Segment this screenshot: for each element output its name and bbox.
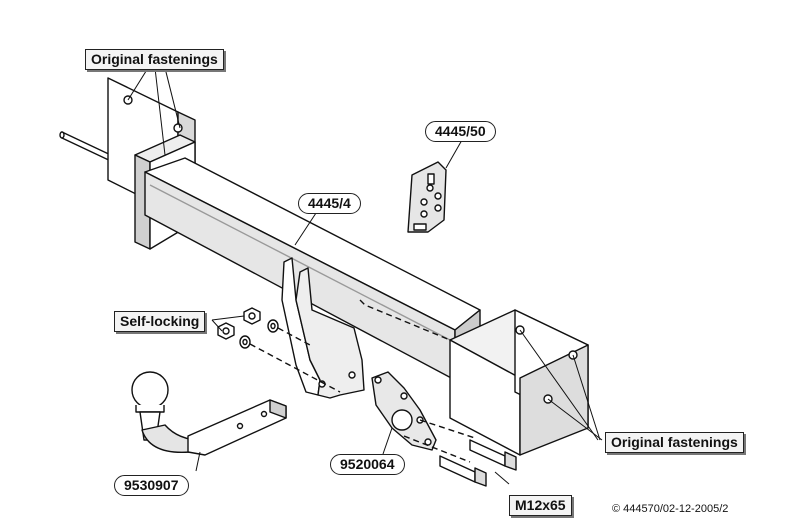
fastenings-label-top: Original fastenings <box>85 49 224 70</box>
socket-plate <box>371 371 476 463</box>
tow-ball-neck <box>131 371 287 456</box>
self-locking-nuts <box>217 299 451 393</box>
bracket-kit <box>407 161 447 233</box>
part-number-bracket-kit: 4445/50 <box>425 121 496 142</box>
self-locking-label: Self-locking <box>114 311 206 332</box>
bolt-size-label: M12x65 <box>509 495 572 516</box>
leader-lines <box>127 67 603 485</box>
part-number-socket-plate: 9520064 <box>330 454 405 475</box>
right-mounting-bracket <box>449 309 589 456</box>
part-number-ball-neck: 9530907 <box>114 475 189 496</box>
m12-bolts <box>439 439 517 487</box>
copyright-note: © 444570/02-12-2005/2 <box>612 503 729 515</box>
fastenings-label-right: Original fastenings <box>605 432 744 453</box>
part-number-crossbar: 4445/4 <box>298 193 361 214</box>
tow-ball-mounting-plates <box>281 257 365 399</box>
